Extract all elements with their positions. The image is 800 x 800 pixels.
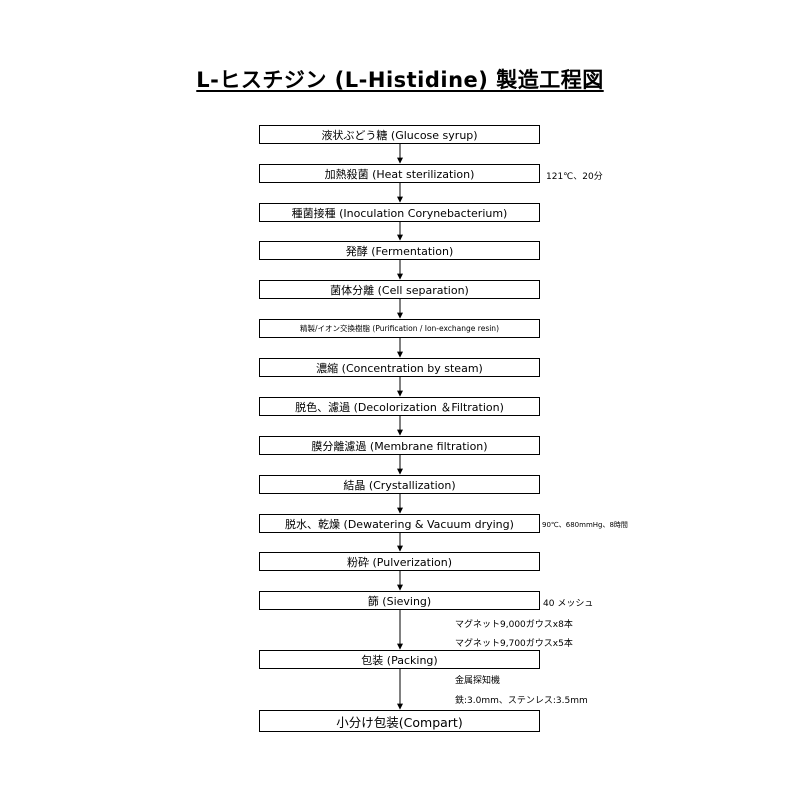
- step-crystallization: 結晶 (Crystallization): [259, 475, 540, 494]
- note-mesh: 40 メッシュ: [543, 599, 594, 609]
- step-cell-separation: 菌体分離 (Cell separation): [259, 280, 540, 299]
- step-fermentation: 発酵 (Fermentation): [259, 241, 540, 260]
- note-metal-detector: 金属探知機: [455, 676, 501, 686]
- diagram-title: L-ヒスチジン (L-Histidine) 製造工程図: [196, 68, 604, 92]
- step-sieving: 篩 (Sieving): [259, 591, 540, 610]
- note-magnet-2: マグネット9,700ガウスx5本: [455, 639, 573, 649]
- note-heat-condition: 121℃、20分: [546, 172, 603, 182]
- step-heat-sterilization: 加熱殺菌 (Heat sterilization): [259, 164, 540, 183]
- step-pulverization: 粉砕 (Pulverization): [259, 552, 540, 571]
- step-membrane-filtration: 膜分離濾過 (Membrane filtration): [259, 436, 540, 455]
- step-glucose-syrup: 液状ぶどう糖 (Glucose syrup): [259, 125, 540, 144]
- note-detector-spec: 鉄:3.0mm、ステンレス:3.5mm: [455, 696, 588, 706]
- step-dewatering-drying: 脱水、乾燥 (Dewatering & Vacuum drying): [259, 514, 540, 533]
- note-magnet-1: マグネット9,000ガウスx8本: [455, 620, 573, 630]
- step-packing: 包装 (Packing): [259, 650, 540, 669]
- step-concentration: 濃縮 (Concentration by steam): [259, 358, 540, 377]
- step-decolorization: 脱色、濾過 (Decolorization ＆Filtration): [259, 397, 540, 416]
- step-purification: 精製/イオン交換樹脂 (Purification / Ion-exchange …: [259, 319, 540, 338]
- step-compart-packing: 小分け包装(Compart): [259, 710, 540, 732]
- note-drying-condition: 90℃、680mmHg、8時間: [542, 521, 628, 529]
- step-inoculation: 種菌接種 (Inoculation Corynebacterium): [259, 203, 540, 222]
